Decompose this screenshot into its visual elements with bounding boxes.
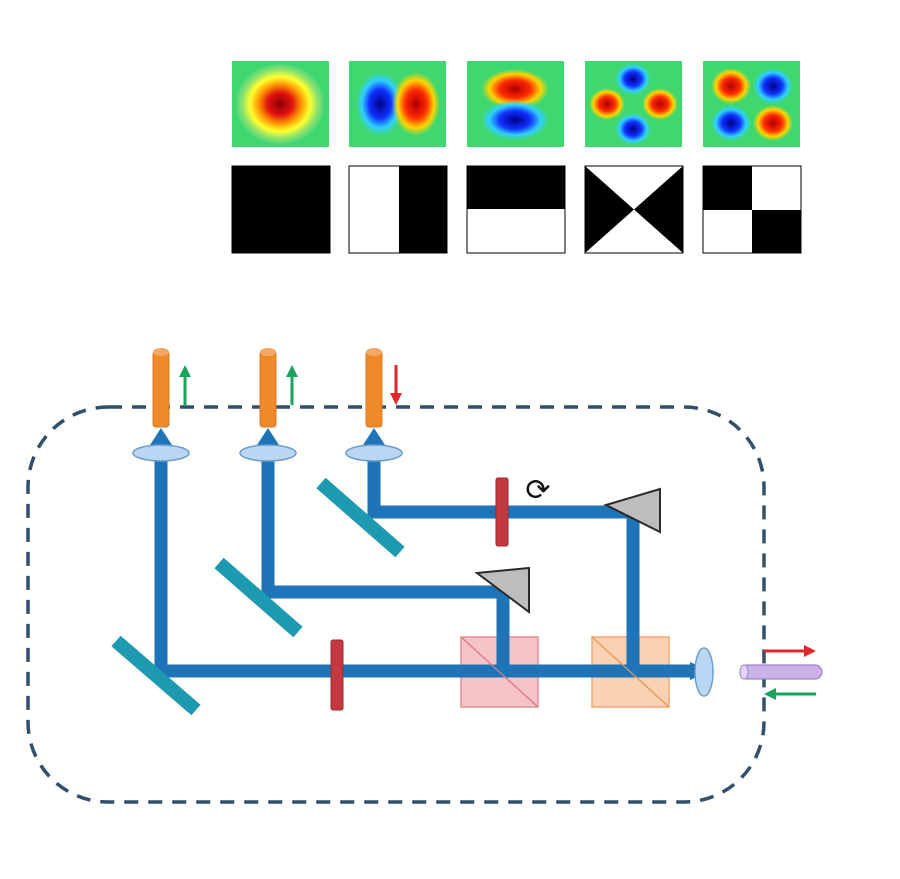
mode-panel: [231, 61, 802, 254]
prism-upper: [603, 487, 661, 534]
fiber-input: [739, 664, 823, 680]
beam-middle: [261, 455, 510, 677]
lens-3: [345, 444, 403, 462]
mirror-3: [316, 477, 405, 558]
lens-2: [239, 444, 297, 462]
mask-vertical-split: [348, 165, 448, 254]
enclosure-dashed-box: [26, 405, 766, 804]
fiber-output-3: [365, 348, 383, 428]
mask-hourglass: [584, 165, 684, 254]
waveplate-rotatable: [495, 477, 509, 547]
mask-checkerboard: [702, 165, 802, 254]
beam-tip-2: [257, 428, 279, 445]
mode-01-image: [467, 61, 564, 147]
arrow-left-green: [764, 688, 816, 700]
mask-horizontal-split: [466, 165, 566, 254]
lens-output: [694, 647, 714, 697]
mode-00-image: [232, 61, 329, 147]
beam-tip-1: [150, 428, 172, 445]
mirror-2: [214, 557, 303, 638]
prism-lower: [474, 566, 530, 614]
arrow-up-green-1: [179, 365, 191, 405]
optical-setup: ⟳: [26, 348, 823, 804]
mirror-1: [111, 635, 201, 716]
rotation-symbol: ⟳: [525, 473, 550, 508]
fiber-output-1: [152, 348, 170, 428]
mode-diagonal-quadrupole-image: [585, 61, 682, 147]
fiber-output-2: [259, 348, 277, 428]
arrow-up-green-2: [286, 365, 298, 405]
lens-1: [132, 444, 190, 462]
waveplate-main: [330, 639, 344, 711]
beam-tip-3: [363, 428, 385, 445]
mode-11-image: [703, 61, 800, 147]
arrow-right-red: [764, 645, 816, 657]
arrow-down-red: [390, 365, 402, 405]
mask-full-black: [231, 165, 331, 254]
mode-10-image: [349, 61, 446, 147]
